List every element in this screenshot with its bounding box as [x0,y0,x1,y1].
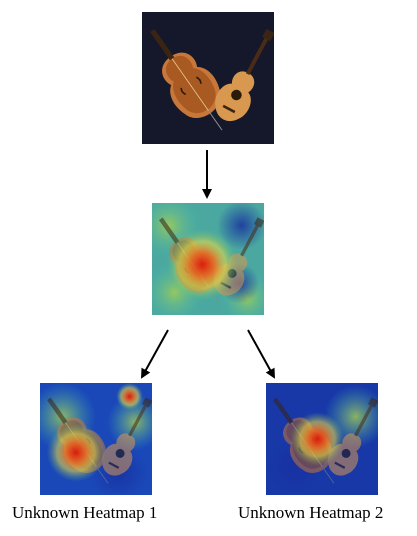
arrow-down-left-icon [141,329,169,379]
unknown-heatmap-1-image [40,383,152,495]
original-image [142,12,274,144]
arrow-down-right-icon [247,329,275,379]
unknown-heatmap-2-image [266,383,378,495]
caption-heatmap-2: Unknown Heatmap 2 [238,503,384,522]
heatmap-main-image [152,203,264,315]
caption-heatmap-1: Unknown Heatmap 1 [12,503,158,522]
